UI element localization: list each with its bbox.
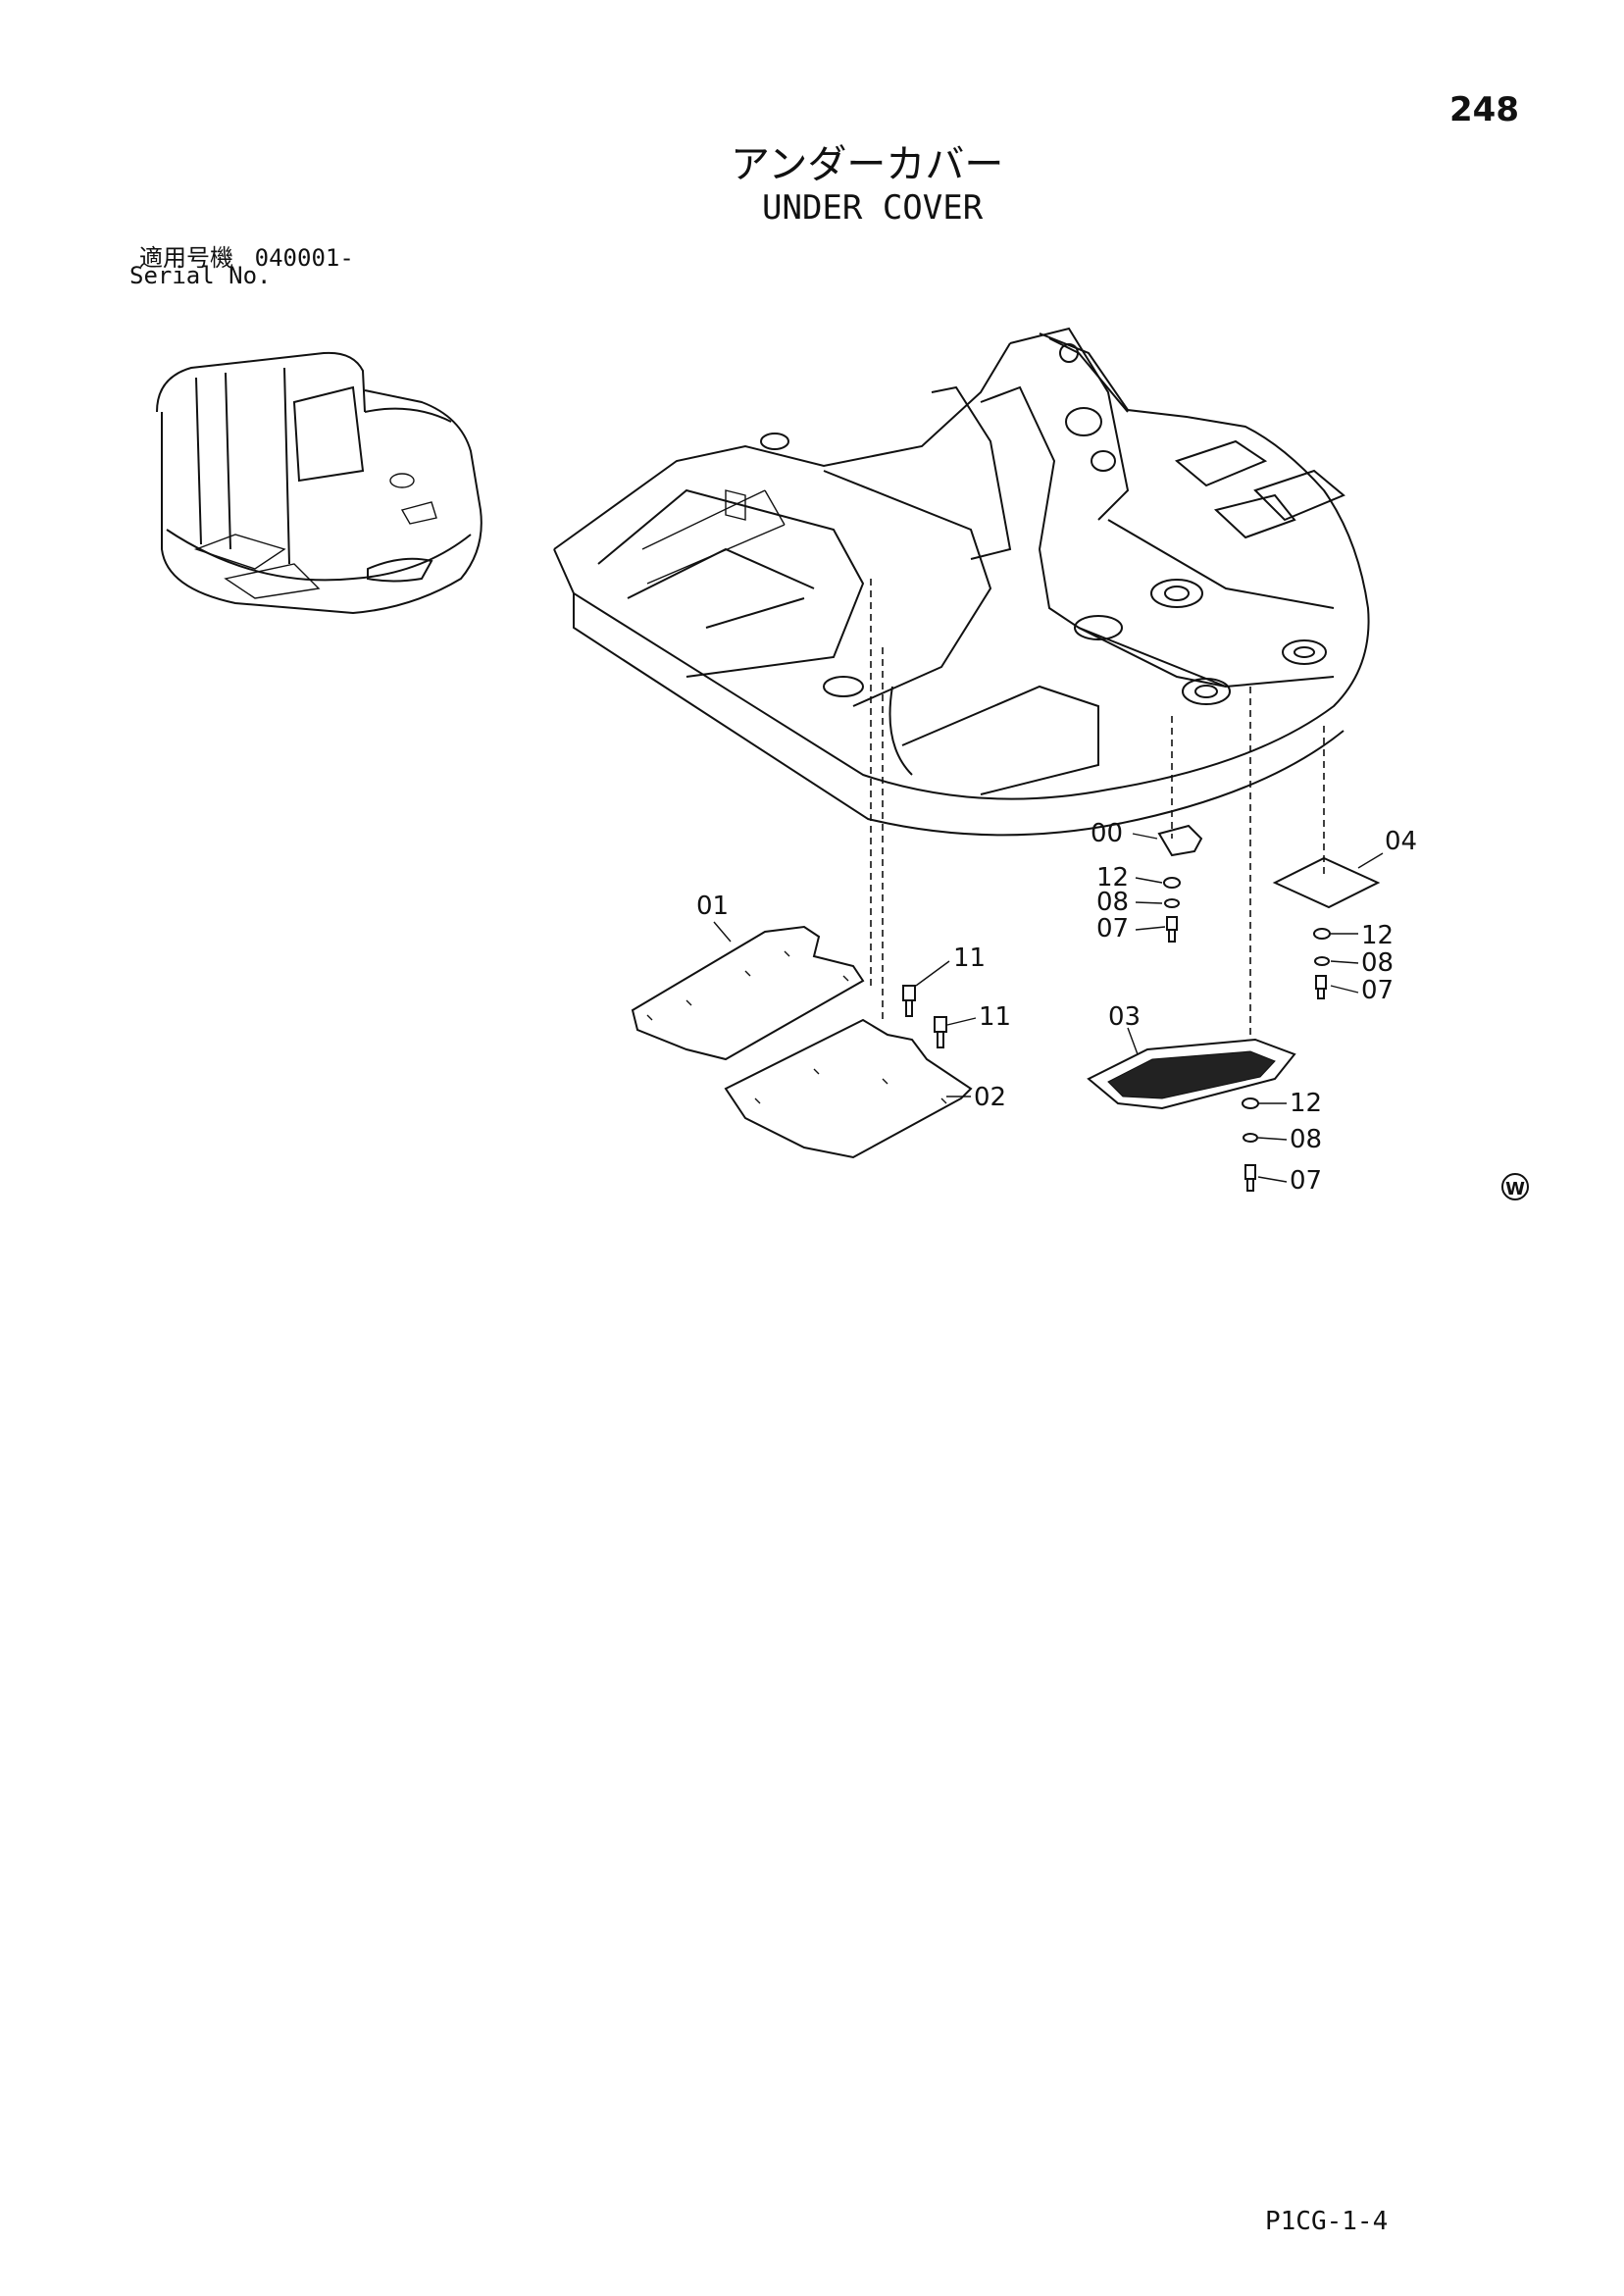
fastener-stack-04 — [1313, 928, 1331, 999]
callout-08-c: 08 — [1290, 1125, 1322, 1154]
fastener-stack-03 — [1242, 1097, 1259, 1192]
part-04-cover — [1272, 856, 1381, 909]
page-title-en: UNDER COVER — [762, 188, 984, 228]
serial-label-en: Serial No. — [129, 262, 272, 289]
footer-code: P1CG-1-4 — [1265, 2207, 1389, 2236]
callout-08-a: 08 — [1096, 888, 1129, 917]
serial-label-jp-text: 適用号機 — [139, 244, 233, 272]
callout-11-a: 11 — [953, 944, 986, 973]
callout-12-b: 12 — [1361, 921, 1394, 950]
page-title-jp: アンダーカバー — [731, 142, 1004, 187]
serial-range: 040001- — [254, 244, 354, 272]
callout-07-c: 07 — [1290, 1166, 1322, 1196]
page-number: 248 — [1449, 90, 1519, 129]
part-02-plate — [724, 1018, 973, 1159]
callout-03: 03 — [1108, 1002, 1141, 1032]
circled-w-mark: W — [1501, 1173, 1529, 1200]
callout-04: 04 — [1385, 827, 1417, 856]
callout-00: 00 — [1091, 819, 1123, 848]
callout-02: 02 — [974, 1083, 1006, 1112]
callout-12-a: 12 — [1096, 863, 1129, 893]
part-03-grille — [1087, 1038, 1296, 1110]
bolt-11-a — [902, 985, 916, 1017]
bolt-11-b — [934, 1016, 947, 1048]
callout-12-c: 12 — [1290, 1089, 1322, 1118]
callout-01: 01 — [696, 892, 729, 921]
serial-label-jp: 適用号機 040001- — [139, 238, 354, 273]
callout-07-a: 07 — [1096, 914, 1129, 944]
part-00-cover — [1157, 824, 1203, 857]
callout-11-b: 11 — [979, 1002, 1011, 1032]
part-01-plate — [631, 925, 865, 1061]
circled-w-letter: W — [1505, 1179, 1525, 1199]
callout-07-b: 07 — [1361, 976, 1394, 1005]
callout-08-b: 08 — [1361, 948, 1394, 978]
callout-leaders — [713, 833, 1384, 1183]
assembly-leader-lines — [870, 579, 1325, 1040]
excavator-thumbnail — [156, 351, 482, 615]
fastener-stack-00 — [1163, 877, 1181, 943]
upper-frame-drawing — [553, 327, 1370, 837]
